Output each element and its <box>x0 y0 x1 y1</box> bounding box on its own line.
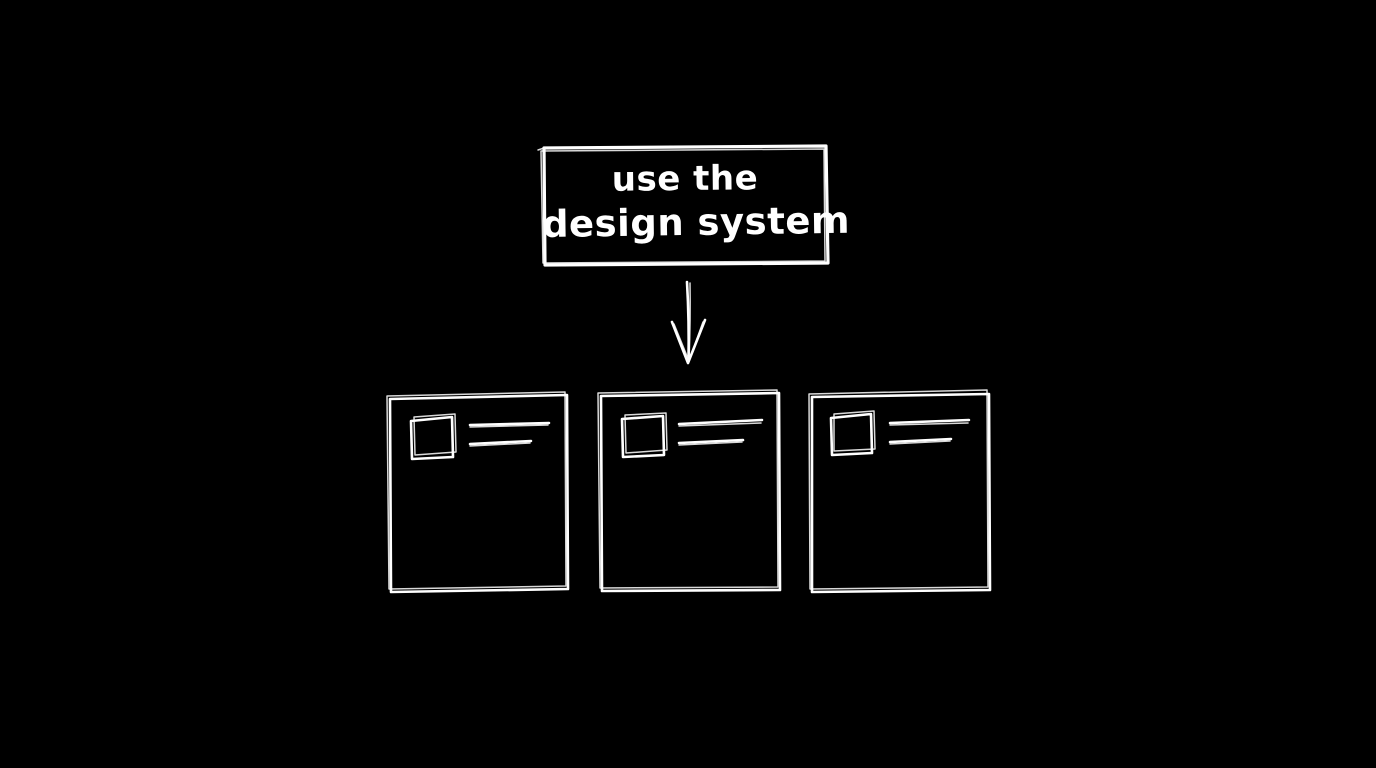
card-3-text-line-long-second-pass <box>889 422 969 426</box>
card-1[interactable] <box>386 391 570 594</box>
card-2-thumbnail-square-second-pass <box>624 412 668 454</box>
card-1-text-line-long <box>468 421 551 427</box>
card-3-outline <box>810 392 992 594</box>
arrow-shaft <box>685 280 690 363</box>
card-1-outline-second-pass <box>386 391 567 590</box>
card-3-thumbnail-square <box>829 412 874 457</box>
card-3-text-line-long <box>888 418 971 425</box>
arrow-shaft-second-pass <box>688 282 691 361</box>
card-3-text-line-short <box>888 437 953 444</box>
arrow-head-second-pass <box>673 321 704 362</box>
card-2-text-line-short-second-pass <box>678 441 743 446</box>
card-2-text-line-long <box>677 418 764 426</box>
card-3[interactable] <box>808 389 992 594</box>
card-3-outline-second-pass <box>808 389 989 590</box>
callout-box-frame[interactable] <box>537 144 830 267</box>
card-3-thumbnail-square-second-pass <box>833 410 876 452</box>
card-1-thumbnail-square <box>409 415 455 461</box>
card-2-text-line-long-second-pass <box>678 422 762 427</box>
callout-box-corner-overshoot <box>537 147 545 151</box>
card-2-outline-second-pass <box>597 389 779 589</box>
card-2-outline <box>599 391 782 593</box>
card-3-text-line-short-second-pass <box>889 440 951 445</box>
downward-arrow <box>670 280 707 365</box>
card-2[interactable] <box>597 389 782 593</box>
callout-box-outline-second-pass <box>540 148 826 264</box>
card-1-text-line-long-second-pass <box>469 424 549 428</box>
callout-text-line-2: design system <box>541 198 851 246</box>
card-1-text-line-short <box>468 439 533 446</box>
card-1-text-line-short-second-pass <box>469 442 531 447</box>
callout-text-line-1: use the <box>611 158 759 200</box>
card-1-thumbnail-square-second-pass <box>413 413 457 456</box>
card-2-text-line-short <box>677 438 745 445</box>
card-1-outline <box>388 393 570 594</box>
card-2-thumbnail-square <box>620 414 666 459</box>
callout-box-outline <box>542 144 830 267</box>
